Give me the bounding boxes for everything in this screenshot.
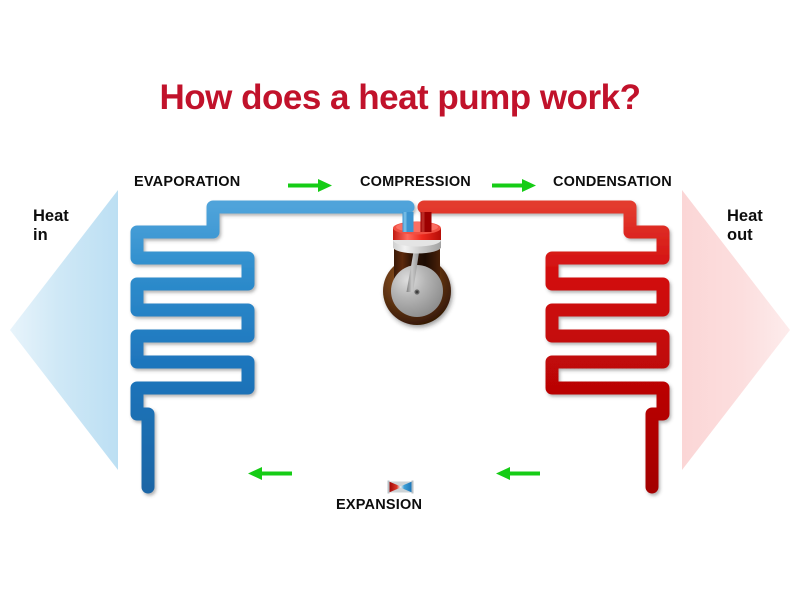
heat-in-label: Heat in [33, 207, 69, 244]
green-arrow-left-icon-bottom-right [496, 467, 540, 480]
page-title: How does a heat pump work? [159, 78, 641, 117]
stage-label-condensation: CONDENSATION [553, 174, 672, 190]
stage-label-evaporation: EVAPORATION [134, 174, 241, 190]
heat-in-arrow-icon [10, 190, 118, 470]
heat-out-arrow-icon [682, 190, 790, 470]
heat-out-label: Heat out [727, 207, 763, 244]
green-arrow-right-icon-top-right [492, 179, 536, 192]
compressor-piston-icon [383, 212, 451, 325]
condenser-coil [417, 200, 670, 494]
green-arrow-right-icon-top-left [288, 179, 332, 192]
stage-label-compression: COMPRESSION [360, 174, 471, 190]
evaporator-coil [130, 200, 415, 494]
green-arrow-left-icon-bottom-left [248, 467, 292, 480]
stage-label-expansion: EXPANSION [336, 497, 423, 513]
expansion-valve-icon [387, 480, 414, 494]
